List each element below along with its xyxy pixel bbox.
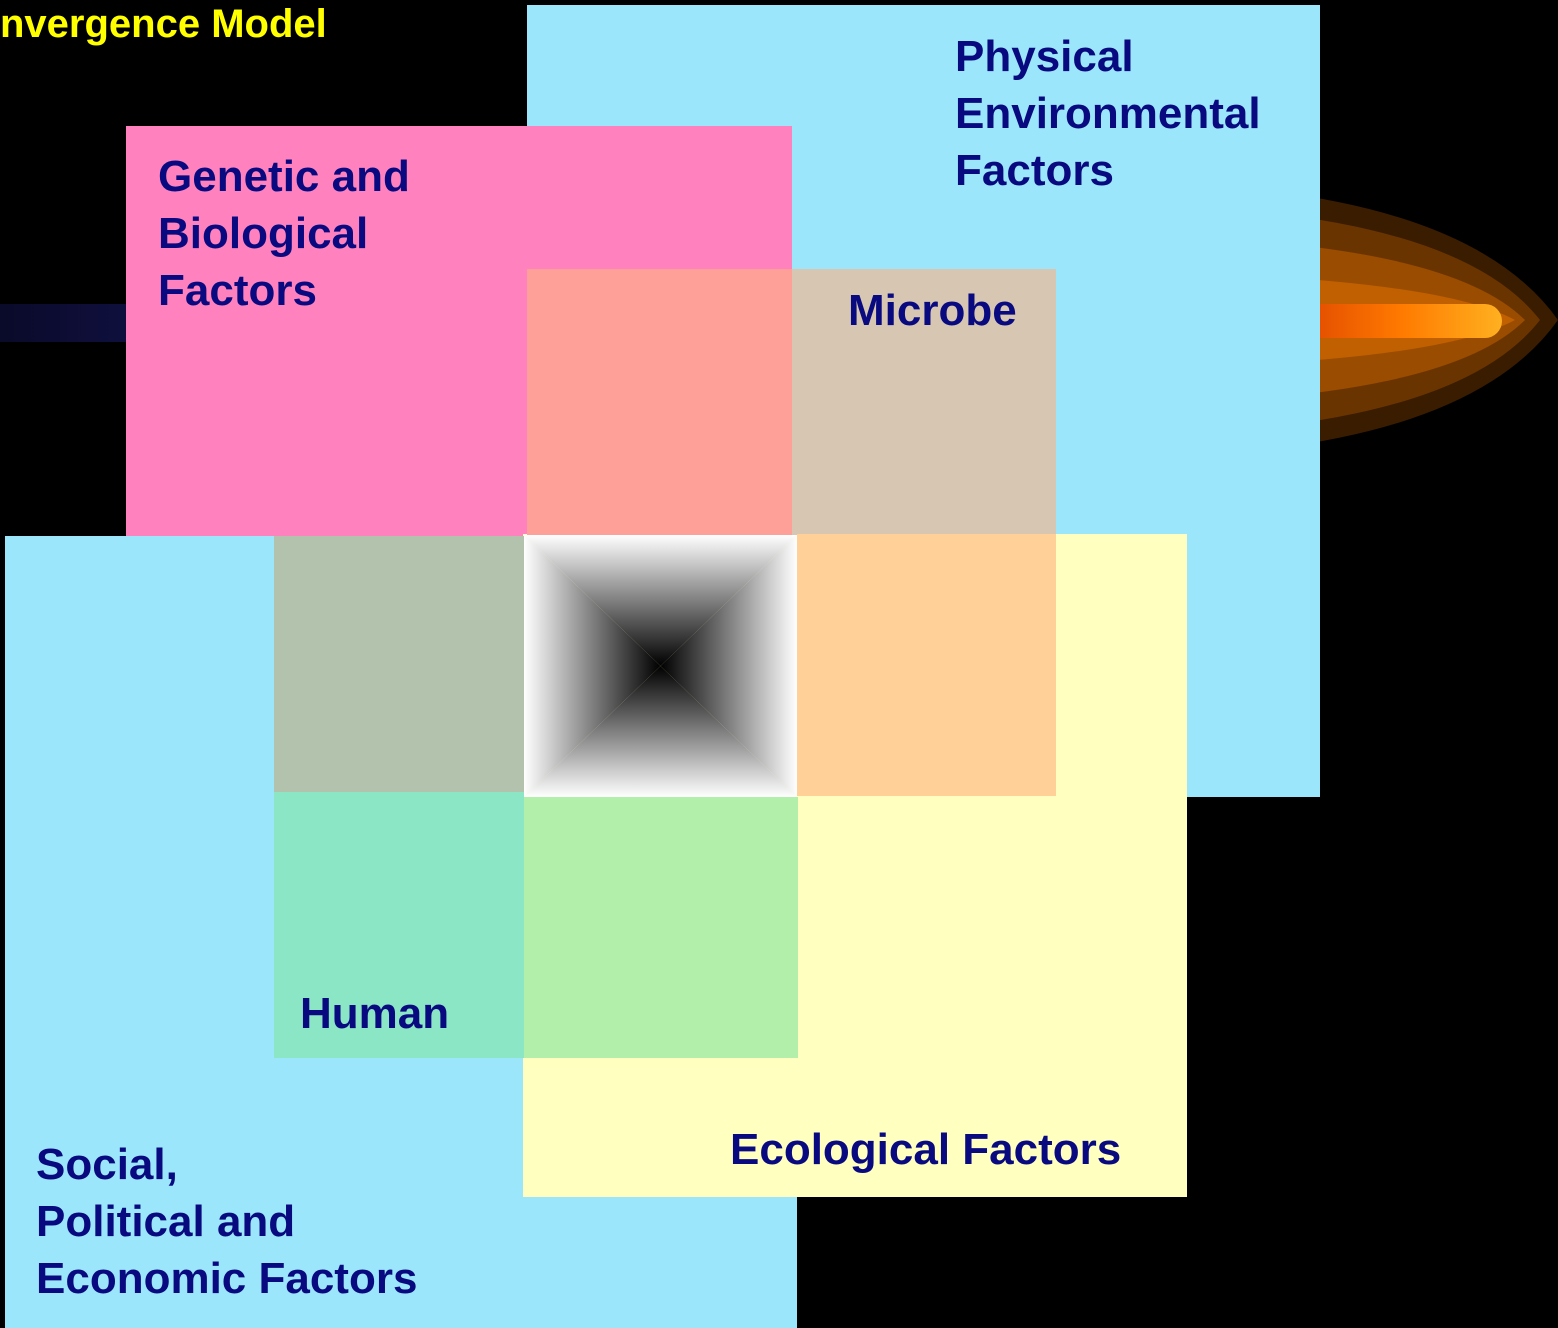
human-label: Human	[300, 989, 450, 1038]
genetic-biological-label: Genetic and Biological Factors	[158, 152, 410, 315]
slide-title: nvergence Model	[0, 2, 327, 46]
convergence-center	[524, 535, 797, 797]
physical-environmental-label: Physical Environmental Factors	[955, 32, 1261, 195]
human-social-overlap	[274, 792, 524, 1058]
human-genetic-overlap	[274, 536, 524, 792]
human-ecological-overlap	[524, 797, 798, 1058]
microbe-physical-overlap	[792, 269, 1056, 535]
microbe-label: Microbe	[848, 286, 1017, 335]
microbe-ecological-overlap	[797, 534, 1056, 796]
social-political-economic-label: Social, Political and Economic Factors	[36, 1140, 418, 1303]
ecological-label: Ecological Factors	[730, 1125, 1122, 1174]
decorative-bar	[0, 304, 140, 342]
microbe-genetic-overlap	[527, 269, 792, 535]
